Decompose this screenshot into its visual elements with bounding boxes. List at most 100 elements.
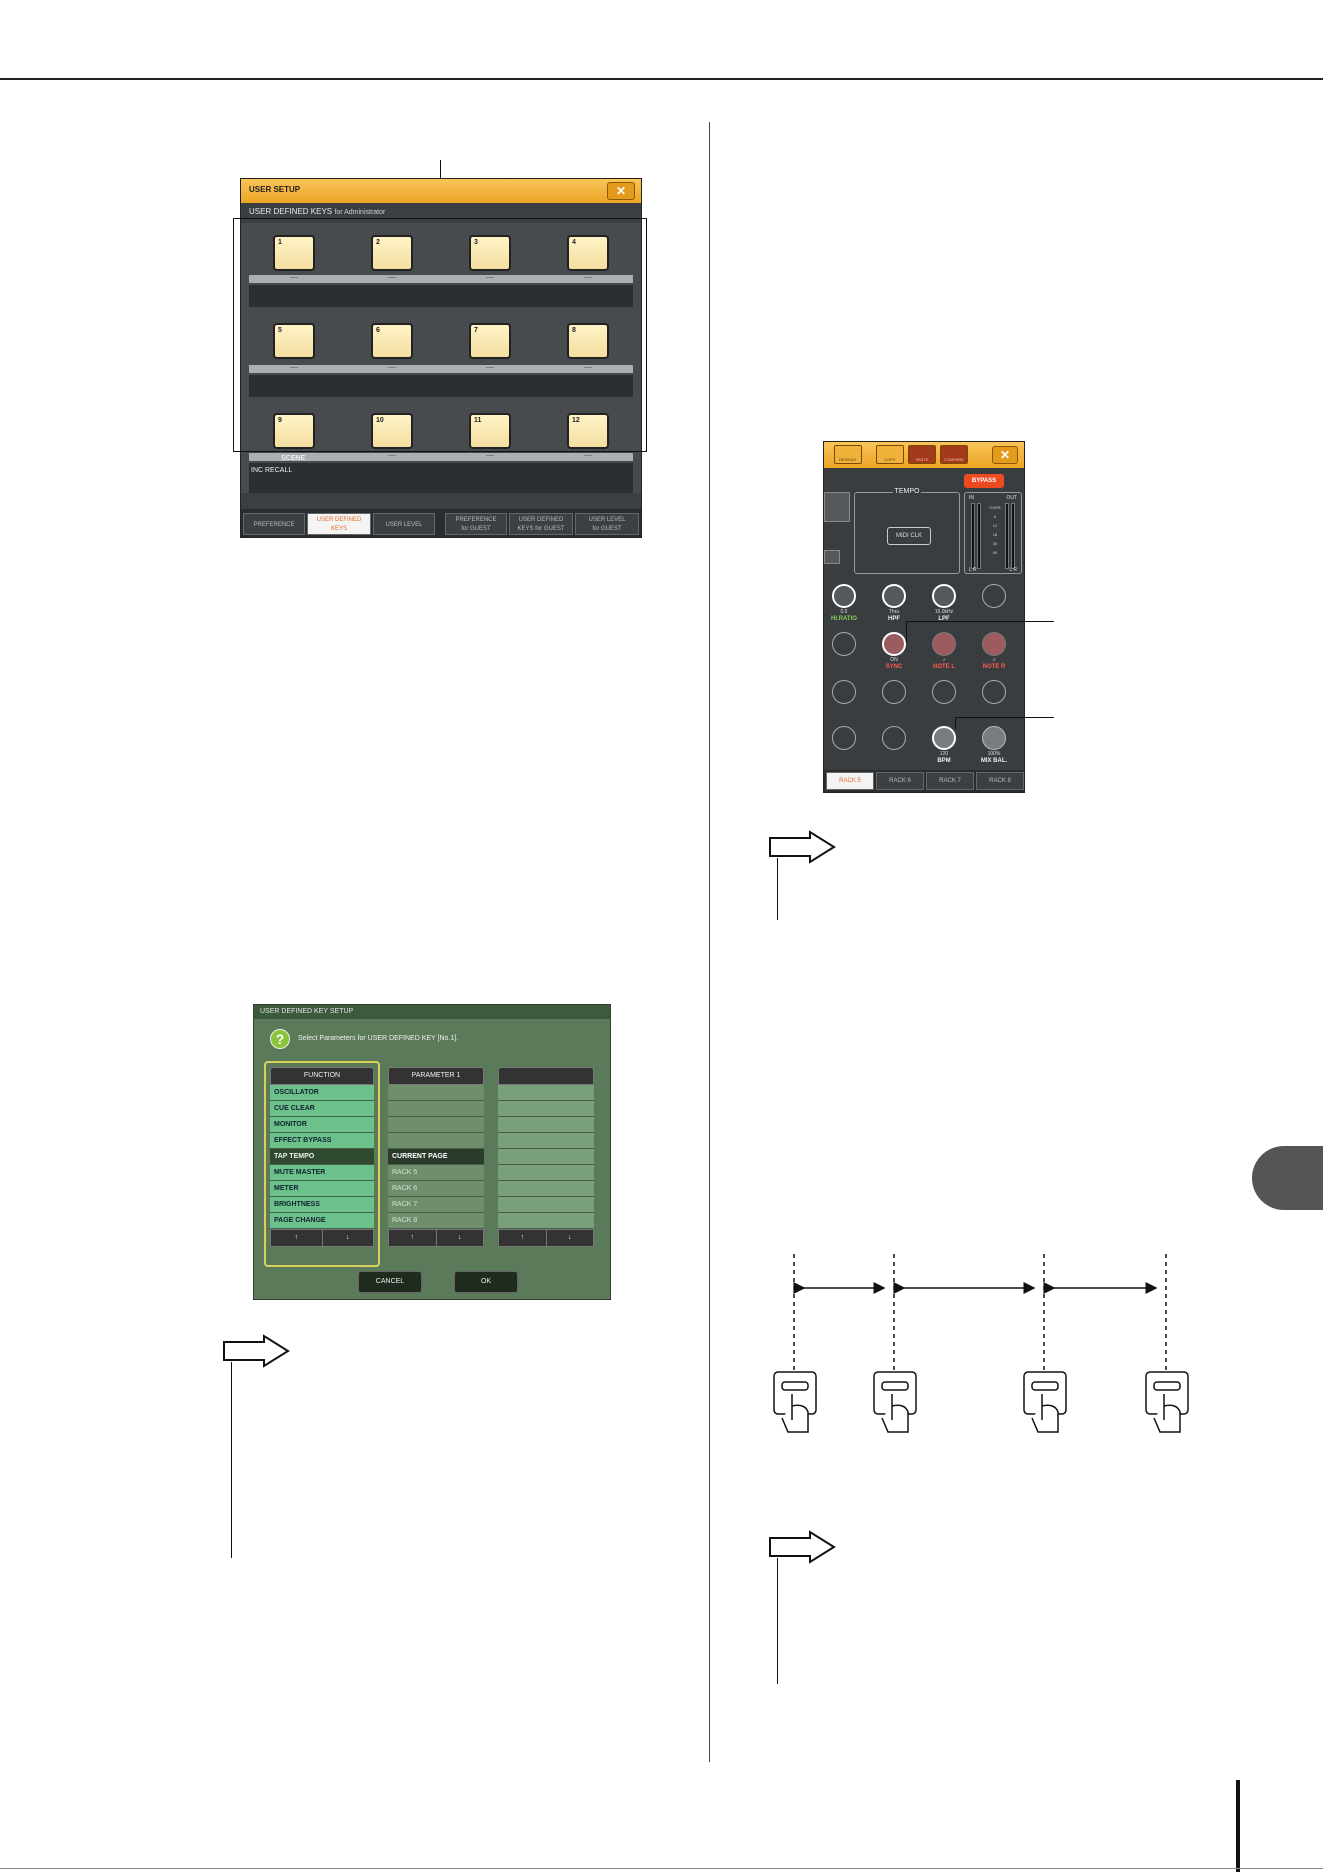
function-item[interactable]: METER [270, 1181, 374, 1197]
user-key-9[interactable]: 9 [273, 413, 315, 449]
user-key-11[interactable]: 11 [469, 413, 511, 449]
empty-cell [498, 1165, 594, 1181]
scroll-up-button[interactable]: ↑ [389, 1230, 437, 1246]
empty-knob [882, 726, 906, 750]
user-key-12[interactable]: 12 [567, 413, 609, 449]
tab-preference[interactable]: PREFERENCE [243, 513, 305, 535]
function-item[interactable]: MUTE MASTER [270, 1165, 374, 1181]
tab-user-defined-keys[interactable]: USER DEFINED KEYS [307, 513, 371, 535]
parameter-item[interactable] [388, 1085, 484, 1101]
scroll-down-button[interactable]: ↓ [346, 1234, 350, 1241]
meter-scale-tick: 18 [992, 532, 998, 537]
hpf-knob[interactable] [882, 584, 906, 608]
lpf-knob[interactable] [932, 584, 956, 608]
empty-cell [498, 1197, 594, 1213]
parameter-item[interactable] [388, 1133, 484, 1149]
empty-knob [982, 680, 1006, 704]
function-item[interactable]: EFFECT BYPASS [270, 1133, 374, 1149]
scroll-up-button[interactable]: ↑ [271, 1230, 323, 1246]
function-item[interactable]: BRIGHTNESS [270, 1197, 374, 1213]
user-key-4[interactable]: 4 [567, 235, 609, 271]
tab-rack-5[interactable]: RACK 5 [826, 772, 874, 790]
parameter-item-selected[interactable]: CURRENT PAGE [388, 1149, 484, 1165]
close-button[interactable]: ✕ [607, 182, 635, 200]
meter-scale: OVER 6 12 18 30 60 [989, 503, 1001, 557]
column-divider [709, 122, 710, 1762]
scroll-up-button[interactable]: ↑ [499, 1230, 547, 1246]
copy-icon[interactable]: COPY [876, 445, 904, 464]
hi-ratio-label: HI.RATIO [831, 616, 857, 622]
user-key-2[interactable]: 2 [371, 235, 413, 271]
user-key-3[interactable]: 3 [469, 235, 511, 271]
parameter-item[interactable]: RACK 7 [388, 1197, 484, 1213]
note-r-label: NOTE R [982, 664, 1006, 670]
parameter-item[interactable] [388, 1117, 484, 1133]
hpf-value: Thru [888, 609, 900, 615]
bpm-callout-leader-v [955, 717, 956, 729]
sync-knob[interactable] [882, 632, 906, 656]
tempo-label-wrap: TEMPO [855, 488, 959, 495]
meter-out-l [1005, 503, 1009, 569]
tap-key-icons [773, 1371, 1189, 1433]
meter-in-r [977, 503, 981, 569]
function-item[interactable]: CUE CLEAR [270, 1101, 374, 1117]
tab-rack-8[interactable]: RACK 8 [976, 772, 1024, 790]
function-item[interactable]: PAGE CHANGE [270, 1213, 374, 1229]
mix-bal-knob[interactable] [982, 726, 1006, 750]
tab-label: PREFERENCE [455, 517, 497, 523]
key-row-strip [249, 365, 633, 373]
left-control-stub-2 [824, 550, 840, 564]
tab-label: USER LEVEL [588, 517, 626, 523]
top-rule [0, 78, 1323, 80]
scroll-down-button[interactable]: ↓ [458, 1234, 462, 1241]
key-9-assign-sub: INC RECALL [251, 467, 293, 474]
key-assign-label: ---- [290, 365, 298, 371]
cancel-button[interactable]: CANCEL [358, 1271, 422, 1293]
tab-label-line2: KEYS for GUEST [517, 526, 565, 532]
default-icon[interactable]: DEFAULT [834, 445, 862, 464]
parameter-item[interactable]: RACK 8 [388, 1213, 484, 1229]
hint-arrow-icon [223, 1334, 290, 1368]
key-number: 12 [572, 417, 580, 424]
mix-bal-label: MIX BAL. [980, 758, 1008, 764]
note-l-knob[interactable] [932, 632, 956, 656]
tab-rack-6[interactable]: RACK 6 [876, 772, 924, 790]
key-assign-label: ---- [388, 453, 396, 459]
ok-button[interactable]: OK [454, 1271, 518, 1293]
note-r-knob[interactable] [982, 632, 1006, 656]
tempo-label: TEMPO [892, 488, 922, 495]
compare-icon[interactable]: COMPARE [940, 445, 968, 464]
key-number: 2 [376, 239, 380, 246]
function-item[interactable]: MONITOR [270, 1117, 374, 1133]
function-item[interactable]: OSCILLATOR [270, 1085, 374, 1101]
tab-label: USER DEFINED [316, 517, 362, 523]
midi-clk-button[interactable]: MIDI CLK [887, 527, 931, 545]
hi-ratio-knob[interactable] [832, 584, 856, 608]
meter-out-r [1011, 503, 1015, 569]
tab-rack-7[interactable]: RACK 7 [926, 772, 974, 790]
key-number: 4 [572, 239, 576, 246]
meter-out-lr: L R [1009, 567, 1017, 573]
tab-label-line2: KEYS [330, 526, 347, 532]
tab-user-level[interactable]: USER LEVEL [373, 513, 435, 535]
parameter-item[interactable] [388, 1101, 484, 1117]
user-key-6[interactable]: 6 [371, 323, 413, 359]
bypass-button[interactable]: BYPASS [964, 474, 1004, 488]
bpm-callout-leader-h [955, 717, 1054, 718]
empty-cell [498, 1181, 594, 1197]
parameter-item[interactable]: RACK 6 [388, 1181, 484, 1197]
user-key-10[interactable]: 10 [371, 413, 413, 449]
close-button[interactable]: ✕ [992, 446, 1018, 464]
user-key-7[interactable]: 7 [469, 323, 511, 359]
paste-icon[interactable]: PASTE [908, 445, 936, 464]
function-item-selected[interactable]: TAP TEMPO [270, 1149, 374, 1165]
user-key-8[interactable]: 8 [567, 323, 609, 359]
user-key-1[interactable]: 1 [273, 235, 315, 271]
scroll-down-button[interactable]: ↓ [568, 1234, 572, 1241]
bpm-knob[interactable] [932, 726, 956, 750]
parameter-item[interactable]: RACK 5 [388, 1165, 484, 1181]
user-key-5[interactable]: 5 [273, 323, 315, 359]
